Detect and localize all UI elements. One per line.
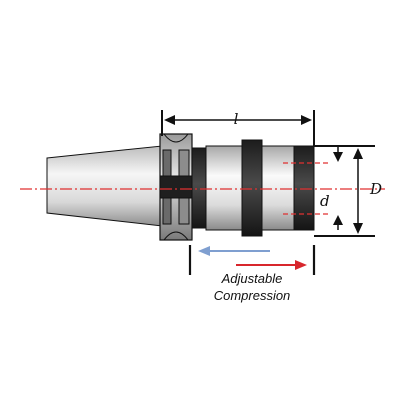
taper-shank <box>46 145 163 227</box>
dimension-D <box>314 145 375 237</box>
caption-line-2: Compression <box>214 288 291 303</box>
flange <box>159 133 193 241</box>
body-light-section <box>205 145 243 231</box>
length-label: l <box>234 110 239 128</box>
caption-line-1: Adjustable <box>221 271 283 286</box>
inner-diameter-label: d <box>320 192 330 210</box>
body-light-section-2 <box>261 145 295 231</box>
adjustment-ring <box>241 139 263 237</box>
dimension-l <box>161 110 315 146</box>
dimension-d <box>333 147 343 230</box>
body-collar <box>191 147 207 229</box>
nose-body <box>293 145 315 231</box>
outer-diameter-label: D <box>369 180 382 198</box>
compression-indicator <box>188 245 316 275</box>
